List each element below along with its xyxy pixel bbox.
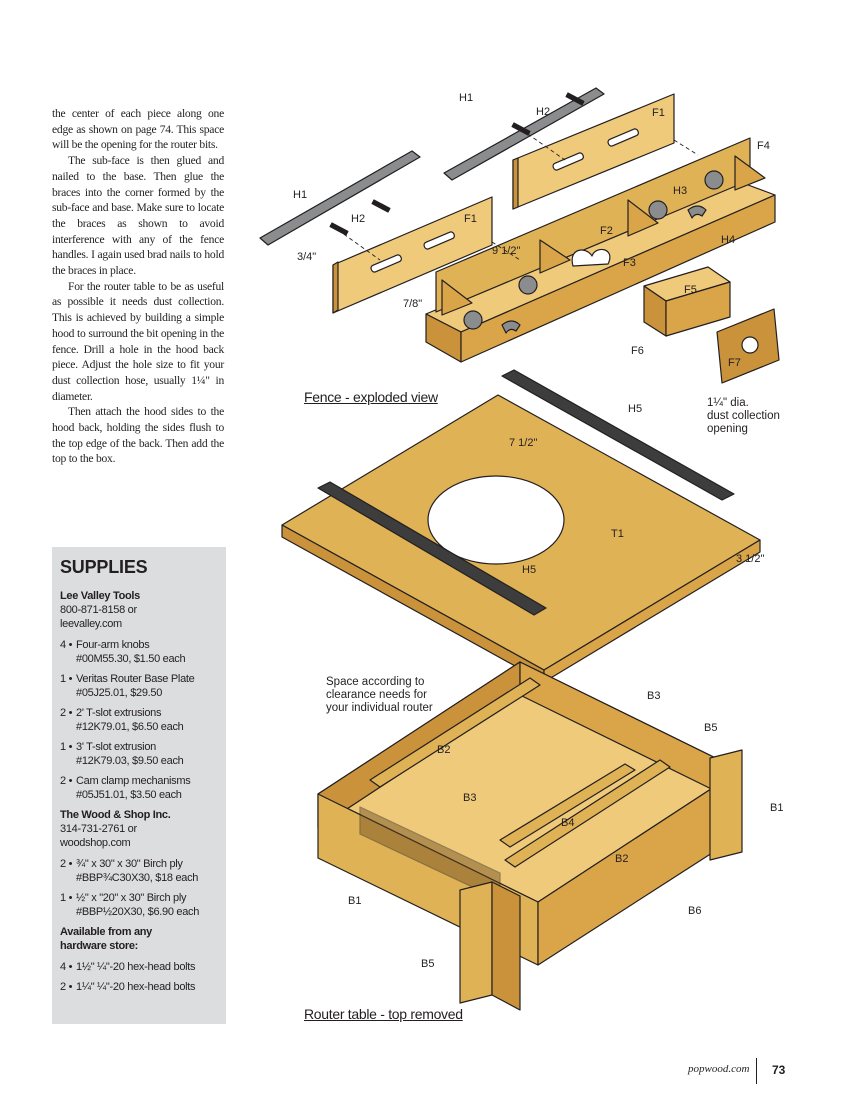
- router-figure-caption: Router table - top removed: [304, 1006, 463, 1022]
- body-paragraph-2: The sub-face is then glued and nailed to…: [52, 154, 224, 278]
- body-paragraph-1: the center of each piece along one edge …: [52, 107, 224, 152]
- label-h3: H3: [673, 185, 687, 197]
- router-plate-opening: [427, 475, 565, 565]
- label-h1: H1: [459, 92, 473, 104]
- vendor-phone: 800-871-8158 or: [60, 604, 137, 616]
- label-h5: H5: [522, 564, 536, 576]
- label-b1: B1: [348, 895, 361, 907]
- article-body: the center of each piece along one edge …: [52, 106, 224, 467]
- supply-item: 1 •3' T-slot extrusion#12K79.03, $9.50 e…: [60, 741, 184, 767]
- brace: [627, 199, 659, 237]
- vendor-phone: 314-731-2761 or: [60, 823, 137, 835]
- label-f7: F7: [728, 357, 741, 369]
- page-number: 73: [772, 1063, 786, 1077]
- dust-collection-hole: [741, 336, 759, 354]
- vendor-name: Lee Valley Tools: [60, 590, 140, 602]
- table-top-labels: H5 H5 T1 7 1/2" 3 1/2": [509, 403, 764, 576]
- bit-opening: [571, 248, 611, 267]
- supply-item: 4 •1½" ¼"-20 hex-head bolts: [60, 961, 196, 973]
- knob-icon: [463, 170, 724, 330]
- dimension-label: 9 1/2": [492, 245, 520, 257]
- supply-item: 1 •½" x "20" x 30" Birch ply#BBP½20X30, …: [60, 892, 200, 918]
- label-h5: H5: [628, 403, 642, 415]
- label-h2: H2: [536, 106, 550, 118]
- body-paragraph-3: For the router table to be as useful as …: [52, 279, 224, 403]
- space-clearance-note: Space according to clearance needs for y…: [326, 676, 433, 714]
- fence-figure-caption: Fence - exploded view: [304, 389, 438, 405]
- body-paragraph-4: Then attach the hood sides to the hood b…: [52, 405, 224, 466]
- label-b6: B6: [688, 905, 701, 917]
- label-b3: B3: [647, 690, 660, 702]
- label-b2: B2: [437, 744, 450, 756]
- vendor-name: The Wood & Shop Inc.: [60, 809, 171, 821]
- label-f6: F6: [631, 345, 644, 357]
- supply-item: 4 •Four-arm knobs#00M55.30, $1.50 each: [60, 639, 186, 665]
- router-table-illustration: H1 H1 H2 H2 H3 H4 F1 F1 F2 F3 F4 F5 F6 F…: [259, 87, 783, 1011]
- brace: [441, 279, 473, 316]
- label-b1: B1: [770, 802, 783, 814]
- divider-b2: [369, 677, 541, 788]
- fence-exploded-view: [259, 87, 780, 384]
- fence-part-labels: H1 H1 H2 H2 H3 H4 F1 F1 F2 F3 F4 F5 F6 F…: [293, 92, 770, 369]
- label-f1: F1: [652, 107, 665, 119]
- label-b5: B5: [704, 722, 717, 734]
- vendor-name: Available from any hardware store:: [60, 926, 153, 952]
- label-f5: F5: [684, 284, 697, 296]
- dimension-label: 3/4": [297, 251, 316, 263]
- label-f4: F4: [757, 140, 770, 152]
- label-f1: F1: [464, 213, 477, 225]
- supplies-sidebar: SUPPLIES Lee Valley Tools 800-871-8158 o…: [52, 547, 226, 1024]
- divider-b4: [499, 763, 636, 848]
- supply-item: 2 •¾" x 30" x 30" Birch ply#BBP¾C30X30, …: [60, 858, 199, 884]
- label-f3: F3: [623, 257, 636, 269]
- label-h1: H1: [293, 189, 307, 201]
- label-b5: B5: [421, 958, 434, 970]
- label-t1: T1: [611, 528, 624, 540]
- t-slot-rail: [317, 481, 547, 616]
- dust-collection-note: 1¼" dia. dust collection opening: [707, 397, 780, 435]
- router-table-top: [281, 369, 761, 683]
- label-b2: B2: [615, 853, 628, 865]
- t-slot-rail: [259, 150, 421, 246]
- leg-b5: [459, 881, 493, 1004]
- dimension-label: 7/8": [403, 298, 422, 310]
- supply-item: 2 •1¼" ¼"-20 hex-head bolts: [60, 981, 196, 993]
- label-h4: H4: [721, 234, 735, 246]
- vendor-website: leevalley.com: [60, 618, 122, 630]
- supplies-title: SUPPLIES: [60, 557, 148, 577]
- cam-clamp-icon: [501, 205, 707, 334]
- label-f2: F2: [600, 225, 613, 237]
- supply-item: 2 •2' T-slot extrusions#12K79.01, $6.50 …: [60, 707, 184, 733]
- dimension-label: 7 1/2": [509, 437, 537, 449]
- brace: [734, 155, 766, 191]
- divider-b2: [504, 759, 671, 868]
- brace: [539, 239, 571, 274]
- dimension-label: 3 1/2": [736, 553, 764, 565]
- footer-divider: [756, 1058, 757, 1084]
- supply-item: 2 •Cam clamp mechanisms#05J51.01, $3.50 …: [60, 775, 191, 801]
- vendor-website: woodshop.com: [60, 837, 131, 849]
- label-b3: B3: [463, 792, 476, 804]
- t-slot-rail: [501, 369, 735, 501]
- t-slot-rail: [443, 87, 605, 181]
- label-h2: H2: [351, 213, 365, 225]
- router-table-base: [317, 661, 743, 1011]
- label-b4: B4: [561, 817, 574, 829]
- supply-item: 1 •Veritas Router Base Plate#05J25.01, $…: [60, 673, 195, 699]
- base-labels: B3 B3 B2 B2 B4 B5 B5 B1 B1 B6: [348, 690, 783, 970]
- footer-website: popwood.com: [688, 1063, 750, 1075]
